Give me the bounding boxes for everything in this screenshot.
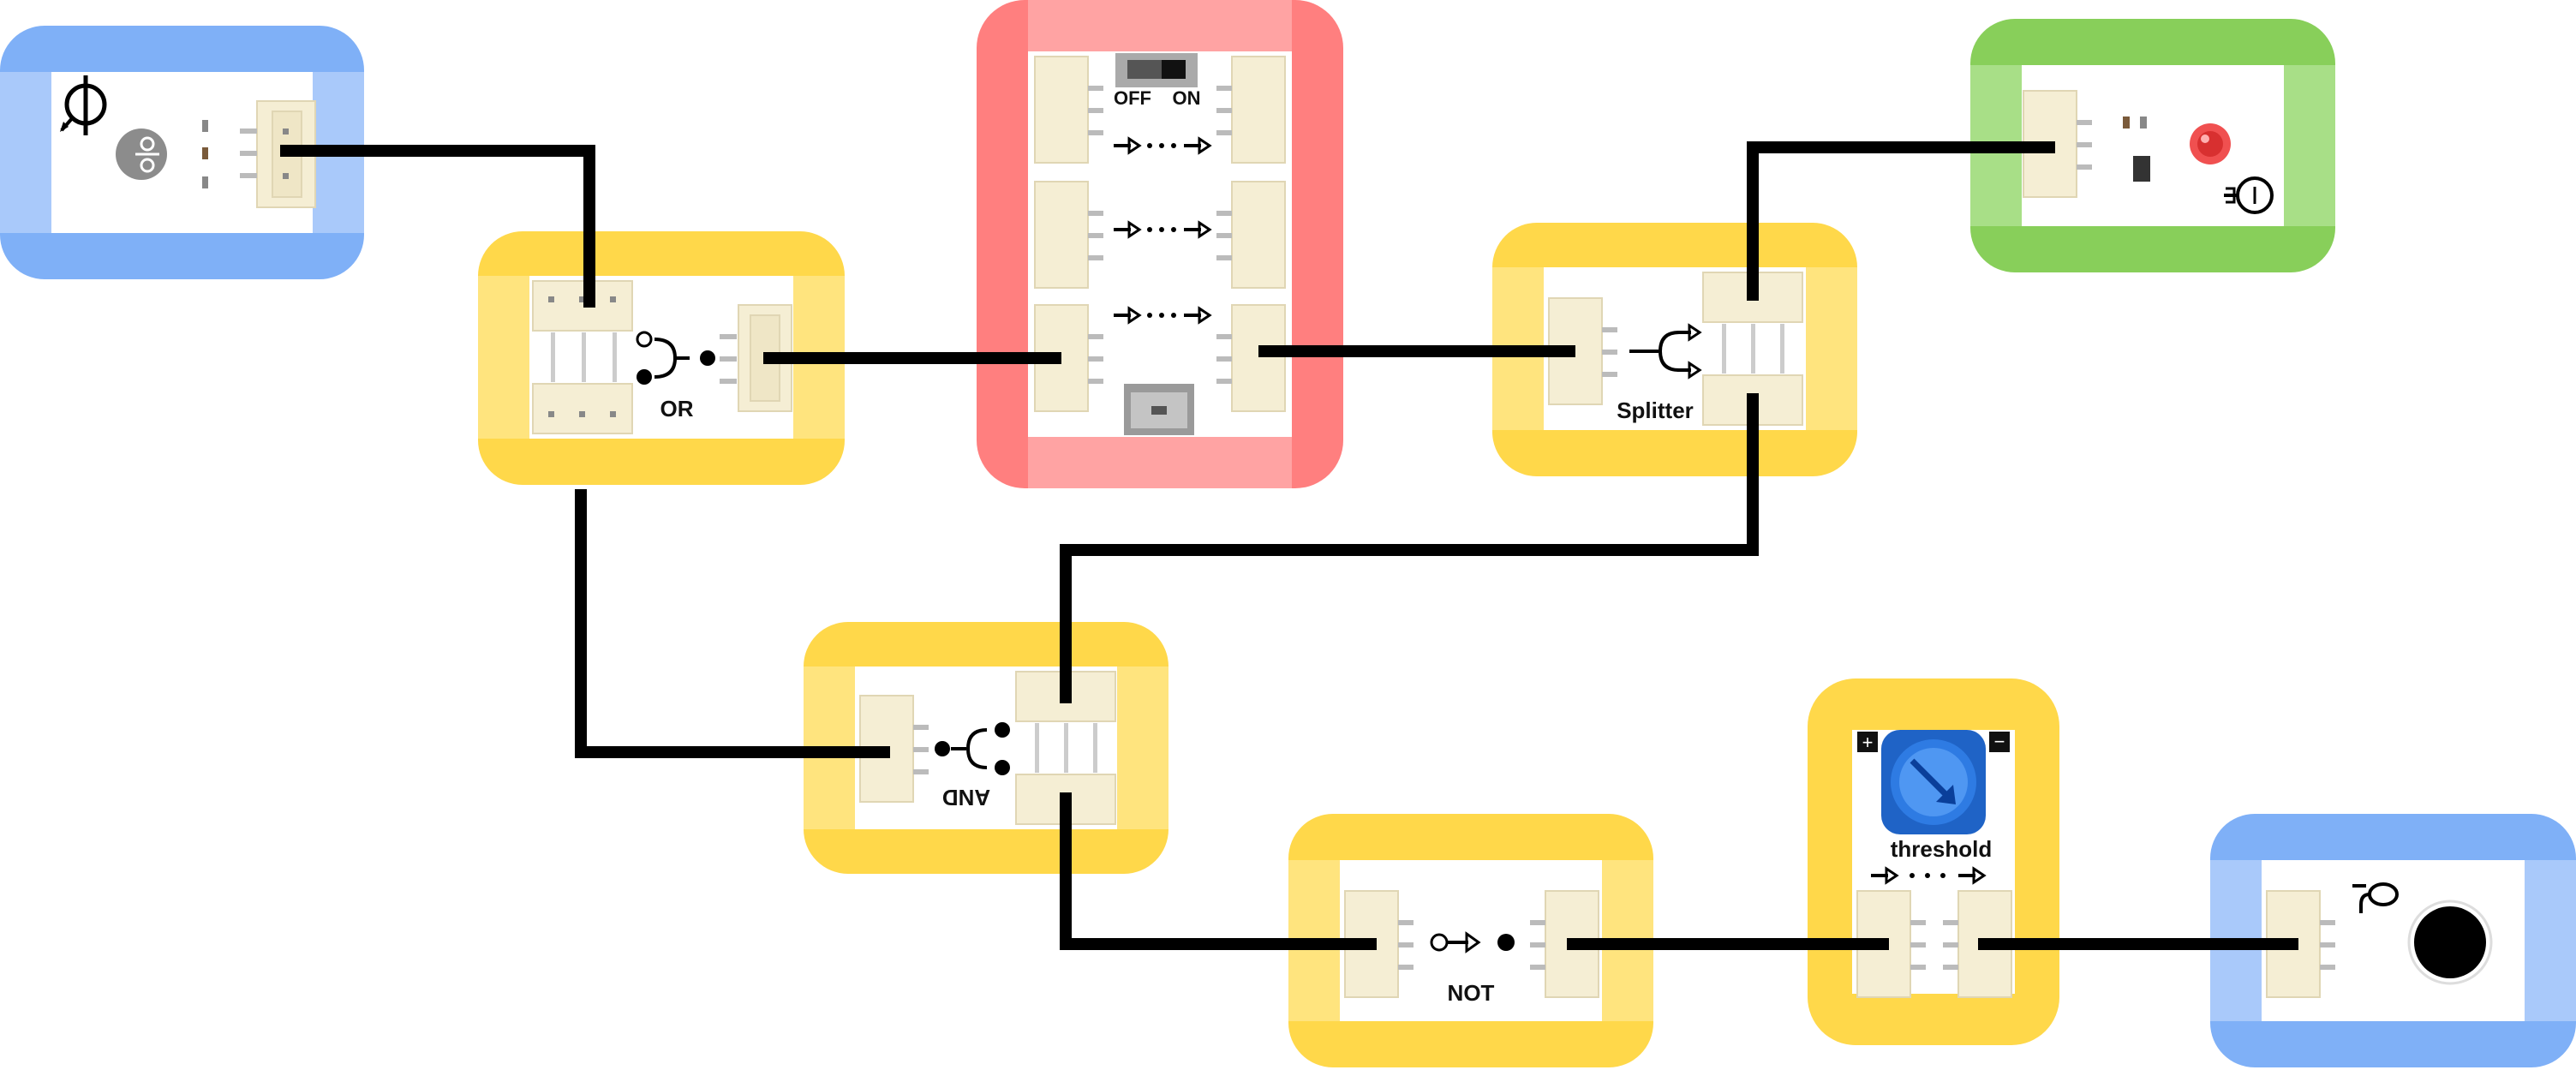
pass-through-arrow-icon xyxy=(1114,136,1212,155)
sensor-element-icon xyxy=(116,129,167,180)
pass-through-arrow-icon xyxy=(1114,220,1212,239)
speaker-icon xyxy=(2352,882,2399,913)
wire-light-to-or xyxy=(280,145,595,308)
power-block[interactable]: OFF ON xyxy=(977,0,1343,488)
knob-icon[interactable] xyxy=(1881,730,1986,834)
buzzer-icon xyxy=(2407,900,2493,985)
wire-or-to-and xyxy=(575,489,890,758)
or-gate-label: OR xyxy=(660,396,694,421)
minus-button[interactable]: − xyxy=(1989,731,2010,752)
and-gate-icon xyxy=(935,722,1010,775)
wires xyxy=(280,141,2298,950)
wire-and-to-not xyxy=(1060,792,1377,950)
and-gate-block[interactable]: AND xyxy=(804,622,1168,874)
connector[interactable] xyxy=(1034,56,1103,164)
threshold-block[interactable]: + − threshold xyxy=(1808,678,2059,1045)
usb-port-icon xyxy=(1124,384,1194,435)
power-switch[interactable]: OFF ON xyxy=(1114,53,1201,109)
connector[interactable] xyxy=(1216,56,1286,164)
plus-label: + xyxy=(1862,732,1874,753)
pass-through-arrow-icon xyxy=(1114,306,1212,325)
connector[interactable] xyxy=(532,383,633,434)
light-sensor-block[interactable] xyxy=(0,26,364,279)
connector[interactable] xyxy=(1216,304,1286,412)
light-sensor-icon xyxy=(60,75,107,135)
connector[interactable] xyxy=(1216,181,1286,289)
plus-button[interactable]: + xyxy=(1857,732,1878,753)
connector[interactable] xyxy=(1034,181,1103,289)
threshold-label: threshold xyxy=(1891,836,1992,862)
pass-through-arrow-icon xyxy=(1871,866,1987,885)
or-gate-icon xyxy=(636,331,715,385)
connector[interactable] xyxy=(532,280,633,332)
splitter-icon xyxy=(1629,323,1702,380)
wire-splitter-to-and xyxy=(1060,393,1759,703)
red-led-icon xyxy=(2190,123,2231,164)
light-bulb-icon xyxy=(2224,176,2274,214)
and-gate-label: AND xyxy=(942,785,990,810)
not-gate-label: NOT xyxy=(1448,980,1495,1006)
minus-label: − xyxy=(1994,731,2005,752)
wire-splitter-to-led xyxy=(1747,141,2055,301)
switch-on-label: ON xyxy=(1173,87,1201,109)
switch-off-label: OFF xyxy=(1114,87,1151,109)
splitter-label: Splitter xyxy=(1617,398,1694,423)
not-gate-icon xyxy=(1430,931,1515,953)
